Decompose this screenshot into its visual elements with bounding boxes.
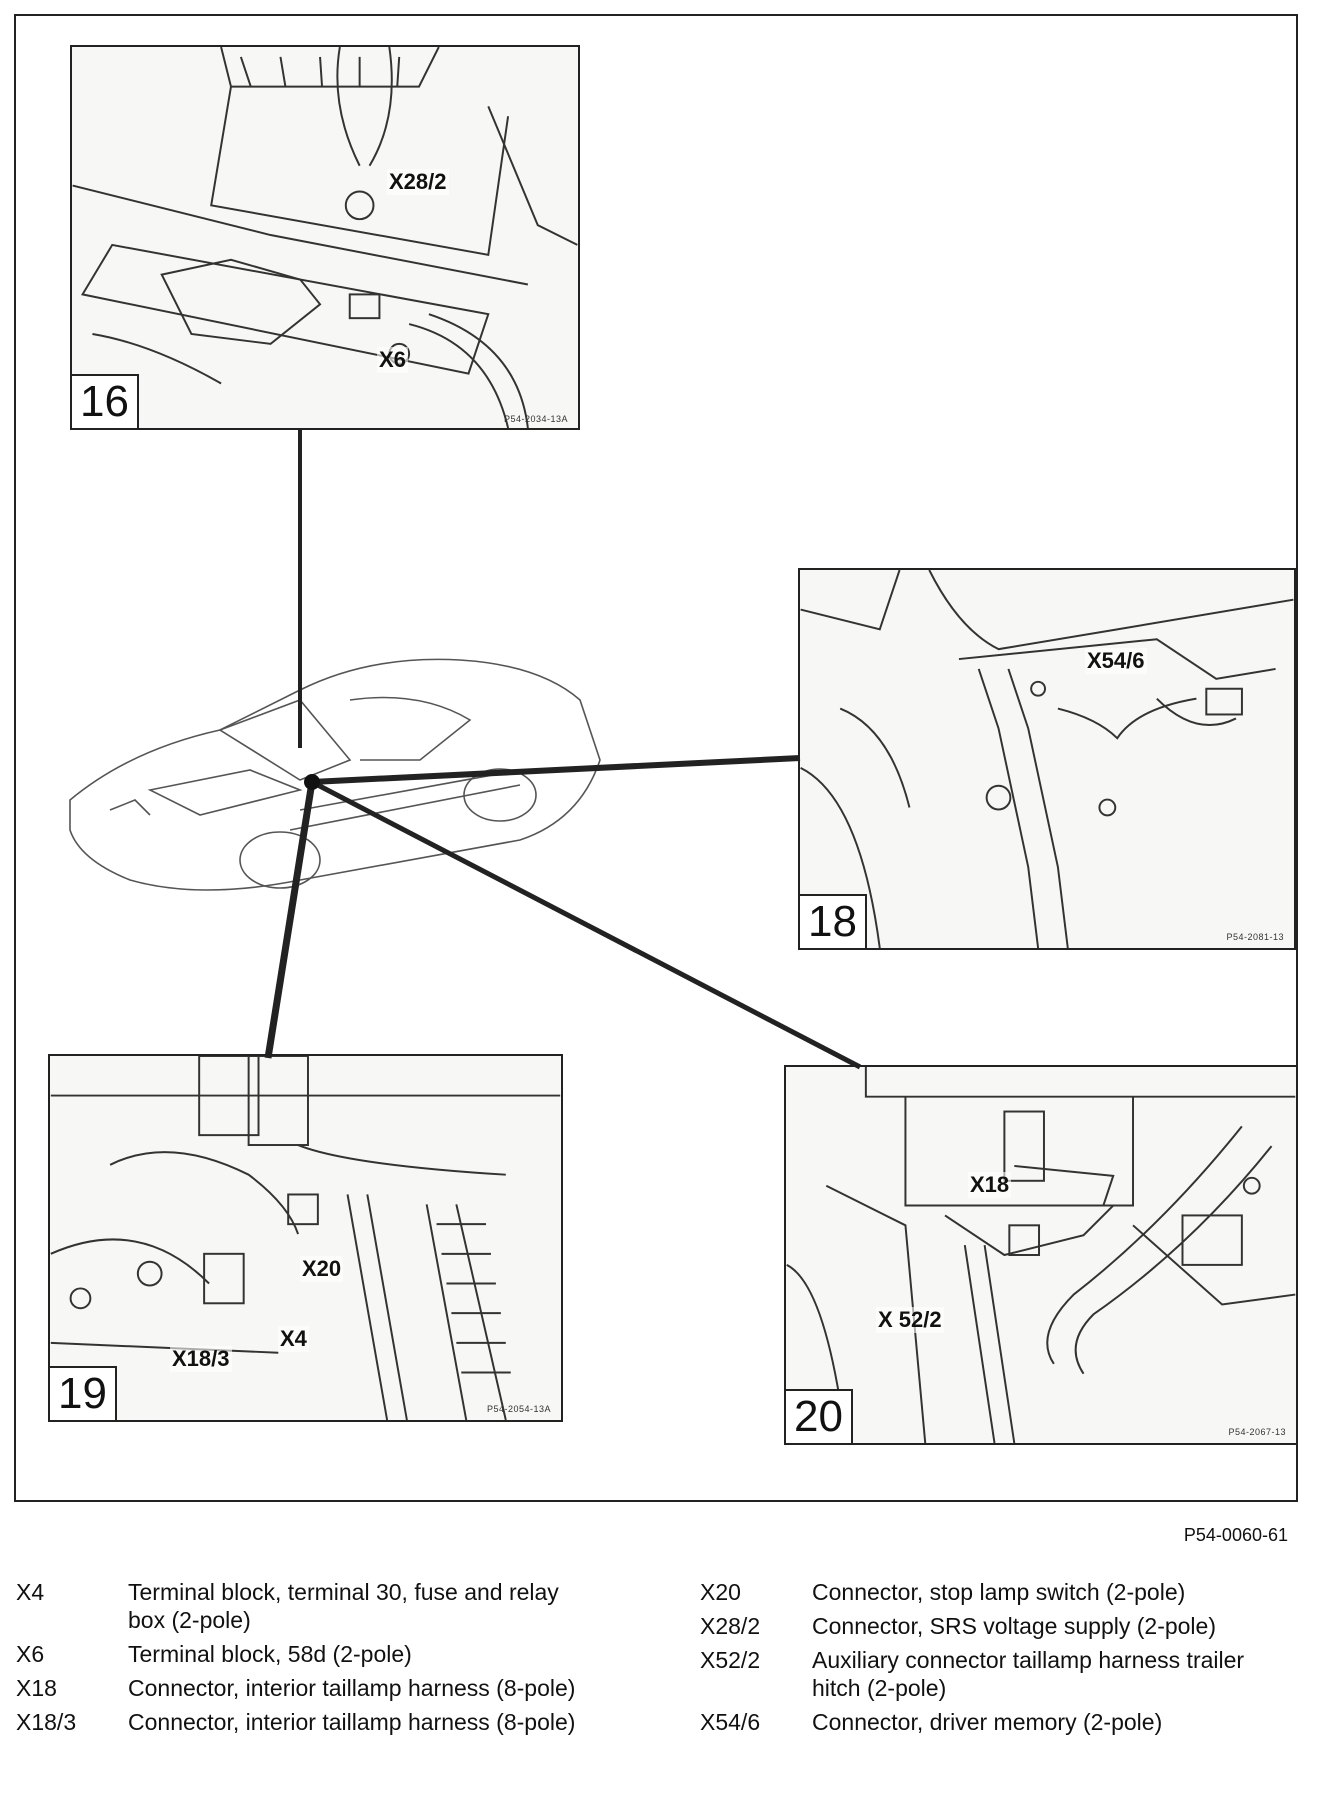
callout-x4: X4 <box>278 1326 309 1352</box>
callout-x18: X18 <box>968 1172 1012 1198</box>
panel-19: X20 X18/3 X4 P54-2054-13A 19 <box>48 1054 563 1422</box>
legend-code: X54/6 <box>700 1709 761 1735</box>
callout-x20: X20 <box>300 1256 344 1282</box>
legend-item: X28/2 Connector, SRS voltage supply (2-po… <box>700 1612 1282 1640</box>
legend-item: X20 Connector, stop lamp switch (2-pole) <box>700 1578 1282 1606</box>
panel-18-code: P54-2081-13 <box>1226 932 1284 942</box>
legend-item: X18 Connector, interior taillamp harness … <box>16 1674 598 1702</box>
legend-code: X20 <box>700 1579 741 1605</box>
legend-text: Terminal block, 58d (2-pole) <box>128 1641 412 1667</box>
legend-item: X6 Terminal block, 58d (2-pole) <box>16 1640 598 1668</box>
panel-20-illustration <box>786 1067 1296 1443</box>
legend-text: Terminal block, terminal 30, fuse and re… <box>128 1579 559 1633</box>
legend-item: X4 Terminal block, terminal 30, fuse and … <box>16 1578 598 1634</box>
legend-text: Connector, SRS voltage supply (2-pole) <box>812 1613 1216 1639</box>
callout-x6: X6 <box>377 347 408 373</box>
panel-19-illustration <box>50 1056 561 1420</box>
legend-item: X18/3 Connector, interior taillamp harnes… <box>16 1708 598 1736</box>
panel-16: X28/2 X6 P54-2034-13A 16 <box>70 45 580 430</box>
panel-18: X54/6 P54-2081-13 18 <box>798 568 1296 950</box>
panel-18-illustration <box>800 570 1294 948</box>
panel-18-number: 18 <box>800 893 867 948</box>
legend-text: Connector, driver memory (2-pole) <box>812 1709 1163 1735</box>
panel-20-code: P54-2067-13 <box>1228 1427 1286 1437</box>
callout-x28-2: X28/2 <box>387 169 449 195</box>
legend-left: X4 Terminal block, terminal 30, fuse and … <box>16 1578 598 1742</box>
callout-x52-2: X 52/2 <box>876 1307 944 1333</box>
legend-text: Connector, interior taillamp harness (8-… <box>128 1709 576 1735</box>
panel-16-code: P54-2034-13A <box>503 414 568 424</box>
panel-16-number: 16 <box>72 373 139 428</box>
figure-code: P54-0060-61 <box>1183 1525 1288 1545</box>
legend-code: X28/2 <box>700 1613 761 1639</box>
panel-20: X18 X 52/2 P54-2067-13 20 <box>784 1065 1298 1445</box>
legend-code: X6 <box>16 1641 45 1667</box>
legend-code: X18/3 <box>16 1709 77 1735</box>
legend-text: Connector, interior taillamp harness (8-… <box>128 1675 576 1701</box>
legend-code: X52/2 <box>700 1647 761 1673</box>
panel-20-number: 20 <box>786 1388 853 1443</box>
panel-19-code: P54-2054-13A <box>486 1404 551 1414</box>
legend-text: Connector, stop lamp switch (2-pole) <box>812 1579 1186 1605</box>
panel-16-illustration <box>72 47 578 428</box>
legend-item: X54/6 Connector, driver memory (2-pole) <box>700 1708 1282 1736</box>
panel-19-number: 19 <box>50 1365 117 1420</box>
legend-text: Auxiliary connector taillamp harness tra… <box>812 1647 1245 1701</box>
legend-code: X18 <box>16 1675 57 1701</box>
legend-item: X52/2 Auxiliary connector taillamp harnes… <box>700 1646 1282 1702</box>
callout-x18-3: X18/3 <box>170 1346 232 1372</box>
callout-x54-6: X54/6 <box>1085 648 1147 674</box>
legend-code: X4 <box>16 1579 45 1605</box>
